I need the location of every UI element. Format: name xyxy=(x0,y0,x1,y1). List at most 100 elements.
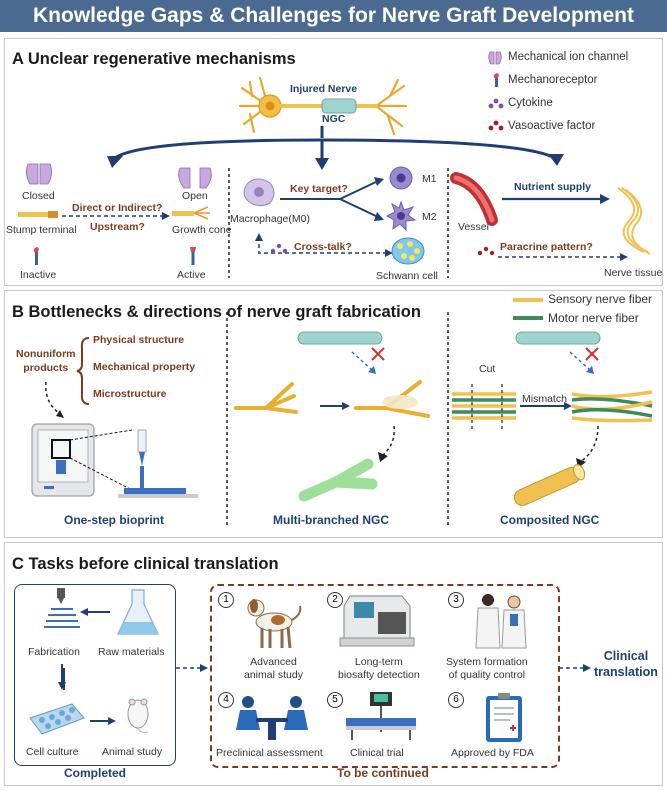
completed-cell-culture: Cell culture xyxy=(26,746,79,758)
open-label: Open xyxy=(182,190,208,202)
stump-terminal-label: Stump terminal xyxy=(6,224,77,236)
divider-a1 xyxy=(228,168,230,278)
legend-motor: Motor nerve fiber xyxy=(548,311,639,325)
hospital-bed-icon xyxy=(346,692,416,740)
panel-c xyxy=(4,542,663,786)
task-4-marker: 4 xyxy=(218,692,234,708)
schwann-cell-icon xyxy=(391,237,425,265)
injured-nerve-label: Injured Nerve xyxy=(290,83,358,95)
completed-label: Completed xyxy=(64,766,127,780)
task-2-label: Long-term biosafty detection xyxy=(338,656,420,681)
task-5-label: Clinical trial xyxy=(350,747,404,759)
panel-c-title: C Tasks before clinical translation xyxy=(12,555,279,573)
right-arrow-small xyxy=(90,717,116,725)
legend-ion-channel: Mechanical ion channel xyxy=(508,51,629,63)
continued-label: To be continued xyxy=(337,766,429,780)
item-microstructure: Microstructure xyxy=(93,388,167,400)
inactive-label: Inactive xyxy=(20,269,57,281)
continued-box xyxy=(210,584,560,768)
growth-cone-icon xyxy=(172,206,210,220)
task-5-marker: 5 xyxy=(327,692,343,708)
legend-cytokine: Cytokine xyxy=(508,97,553,109)
closed-channel-icon xyxy=(26,163,52,185)
task-4-label: Preclinical assessment xyxy=(216,747,323,759)
dashed-arrow-to-continued xyxy=(176,664,208,672)
paracrine-arrow xyxy=(477,246,628,261)
item-physical-structure: Physical structure xyxy=(93,334,185,346)
sensory-legend-swatch xyxy=(513,298,543,302)
panel-b xyxy=(4,290,663,538)
divider-b1 xyxy=(226,312,228,527)
open-channel-icon xyxy=(178,167,212,189)
crosstalk-label: Cross-talk? xyxy=(294,241,352,253)
item-mechanical-property: Mechanical property xyxy=(93,361,196,373)
panel-a-title: A Unclear regenerative mechanisms xyxy=(12,50,296,68)
macrophage-label: Macrophage(M0) xyxy=(230,213,310,225)
figure-title: Knowledge Gaps & Challenges for Nerve Gr… xyxy=(0,0,667,32)
caption-one-step-bioprint: One-step bioprint xyxy=(64,513,164,527)
task-3-marker: 3 xyxy=(448,592,464,608)
growth-cone-label: Growth cone xyxy=(172,224,232,236)
divider-a2 xyxy=(447,168,449,278)
injured-neuron-illustration xyxy=(238,76,408,136)
task-3-label: System formation of quality control xyxy=(446,656,528,681)
bioprinter-illustration xyxy=(31,423,198,498)
meeting-icon xyxy=(236,696,308,740)
ngc-label: NGC xyxy=(322,113,346,125)
ion-channel-icon xyxy=(488,51,502,65)
clinical-translation-label: Clinical translation xyxy=(594,649,658,679)
nerve-tissue-label: Nerve tissue xyxy=(604,267,663,279)
task-6-label: Approved by FDA xyxy=(451,747,534,759)
vasoactive-icon xyxy=(488,120,504,131)
nutrient-arrow xyxy=(502,194,610,204)
m2-label: M2 xyxy=(422,211,437,223)
schwann-cell-label: Schwann cell xyxy=(376,270,438,282)
motor-legend-swatch xyxy=(513,316,543,320)
paracrine-label: Paracrine pattern? xyxy=(500,241,593,253)
nonuniform-label: Nonuniform products xyxy=(16,348,76,374)
vessel-icon xyxy=(450,172,498,226)
branch-arrows xyxy=(114,126,556,160)
divider-b2 xyxy=(447,312,449,527)
legend-mechanoreceptor: Mechanoreceptor xyxy=(508,74,598,86)
dog-icon xyxy=(247,599,302,649)
task-1-label: Advanced animal study xyxy=(244,656,303,681)
completed-box xyxy=(14,584,176,766)
completed-animal-study: Animal study xyxy=(102,746,163,758)
task-1-marker: 1 xyxy=(218,592,234,608)
nutrient-supply-label: Nutrient supply xyxy=(514,181,592,193)
task-6-marker: 6 xyxy=(448,692,464,708)
inactive-receptor-icon xyxy=(33,247,39,265)
brace xyxy=(76,337,90,405)
dashed-arrow-to-clinical xyxy=(559,664,591,672)
macrophage-icon xyxy=(243,178,275,207)
completed-fabrication: Fabrication xyxy=(28,646,80,658)
dashed-arrow-direct xyxy=(62,212,170,220)
crosstalk-arrow xyxy=(255,233,393,257)
composited-illustration xyxy=(452,331,653,506)
active-receptor-icon xyxy=(190,247,196,265)
task-2-marker: 2 xyxy=(327,592,343,608)
caption-multi-branched-ngc: Multi-branched NGC xyxy=(273,513,389,527)
down-arrow xyxy=(58,664,66,690)
mismatch-label: Mismatch xyxy=(522,393,567,405)
cell-culture-icon xyxy=(29,703,85,735)
m1-cell-icon xyxy=(389,166,413,190)
mouse-icon xyxy=(127,698,149,733)
branch-arrowheads xyxy=(107,154,564,170)
key-target-label: Key target? xyxy=(290,183,348,195)
completed-raw-materials: Raw materials xyxy=(98,646,165,658)
m1-label: M1 xyxy=(422,173,437,185)
vessel-label: Vessel xyxy=(458,221,489,233)
direct-indirect-label: Direct or Indirect? xyxy=(72,202,163,214)
fabrication-icon xyxy=(44,588,80,628)
nerve-tissue-icon xyxy=(617,187,651,255)
completed-arrows xyxy=(63,608,110,690)
clipboard-icon xyxy=(486,693,522,742)
cut-label: Cut xyxy=(479,363,496,375)
scientists-icon xyxy=(475,594,527,649)
active-label: Active xyxy=(177,269,206,281)
analyzer-icon xyxy=(339,595,415,647)
panel-b-title: B Bottlenecks & directions of nerve graf… xyxy=(12,303,421,321)
cytokine-icon xyxy=(488,98,504,109)
